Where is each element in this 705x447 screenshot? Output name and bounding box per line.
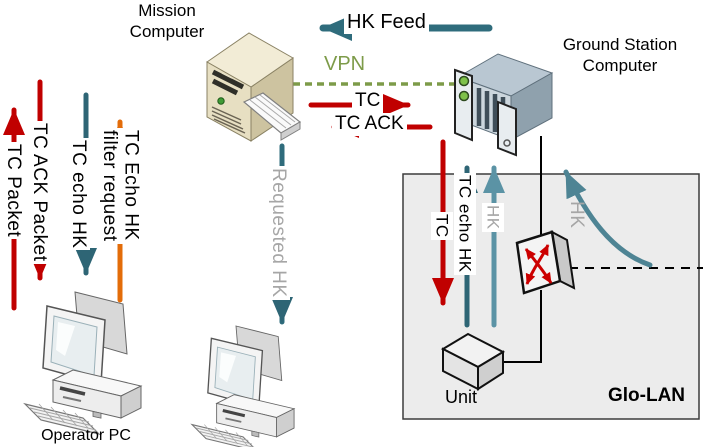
operator-pc-icon: [23, 290, 143, 436]
mission-computer-label: Mission Computer: [129, 1, 205, 42]
unit-box-icon: [440, 332, 506, 391]
tc-ack-packet-label: TC ACK Packet: [27, 121, 51, 264]
user-pc-icon: [190, 324, 296, 447]
lan-hk-curve-arrow: [563, 169, 653, 268]
requested-hk-label: Requested HK: [266, 166, 290, 300]
tc-packet-label: TC Packet: [1, 142, 25, 240]
ground-station-computer-label: Ground Station Computer: [562, 35, 678, 76]
tc-label: TC: [352, 90, 384, 113]
lan-hk-label: HK: [482, 203, 504, 232]
switch-to-unit-line: [504, 290, 542, 363]
glo-lan-box: [402, 173, 700, 420]
rack-server-icon: [454, 53, 554, 157]
tower-server-icon: [206, 32, 302, 142]
glo-lan-label: Glo-LAN: [607, 385, 686, 406]
hk-feed-label: HK Feed: [344, 10, 429, 34]
tc-ack-label: TC ACK: [332, 113, 407, 136]
lan-tc-echo-hk-label: TC echo HK: [454, 173, 476, 275]
lan-tc-label: TC: [431, 212, 453, 240]
tc-echo-hk-filter-request-label: TC Echo HK filter request: [97, 128, 143, 244]
network-switch-icon: [515, 230, 576, 295]
operator-pc-label: Operator PC: [41, 427, 131, 444]
tc-echo-hk-label: TC echo HK: [66, 138, 90, 251]
unit-label: Unit: [444, 387, 477, 407]
vpn-label: VPN: [321, 52, 369, 76]
lan-hk-other-units-label: HK: [565, 201, 587, 229]
